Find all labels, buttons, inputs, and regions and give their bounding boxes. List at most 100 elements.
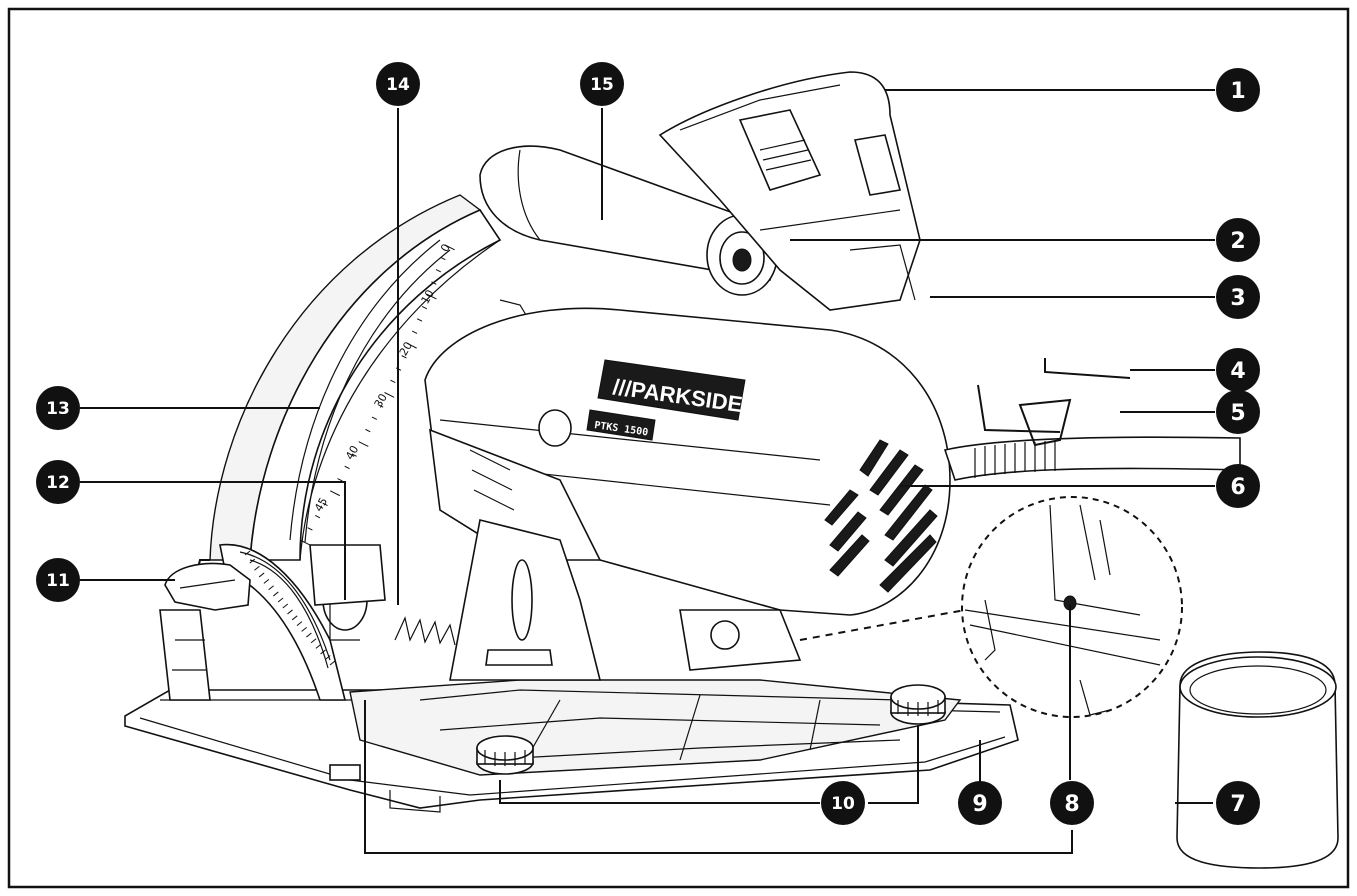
scale-tick bbox=[406, 342, 417, 349]
callout-label: 2 bbox=[1230, 229, 1245, 254]
base-locking-knobs bbox=[476, 684, 946, 775]
callout-6: 6 bbox=[1216, 464, 1260, 508]
base-plate bbox=[124, 679, 1019, 813]
scale-tick bbox=[344, 465, 350, 470]
bevel-tick bbox=[244, 550, 251, 556]
scale-label: 10 bbox=[419, 288, 437, 307]
scale-tick bbox=[299, 539, 310, 546]
detail-dashed-leader bbox=[799, 609, 966, 641]
scale-tick bbox=[358, 441, 369, 447]
scale-tick bbox=[417, 318, 423, 322]
callout-circle bbox=[821, 781, 865, 825]
callout-circle bbox=[376, 62, 420, 106]
scale-tick bbox=[421, 306, 428, 310]
scale-tick bbox=[337, 478, 343, 482]
bevel-tick bbox=[268, 585, 274, 591]
callout-5: 5 bbox=[1216, 390, 1260, 434]
main-handle bbox=[658, 71, 921, 311]
bevel-tick bbox=[329, 660, 336, 666]
callout-11: 11 bbox=[36, 558, 80, 602]
callout-13: 13 bbox=[36, 386, 80, 430]
callout-circle bbox=[1216, 68, 1260, 112]
bevel-tick bbox=[287, 609, 293, 615]
callout-3: 3 bbox=[1216, 275, 1260, 319]
callout-7: 7 bbox=[1216, 781, 1260, 825]
bevel-tick bbox=[306, 632, 312, 638]
callout-label: 5 bbox=[1230, 401, 1245, 426]
callout-10: 10 bbox=[821, 781, 865, 825]
callout-label: 3 bbox=[1230, 286, 1245, 311]
scale-label: 40 bbox=[343, 443, 361, 462]
leader-12 bbox=[80, 481, 346, 600]
callout-circle bbox=[1216, 464, 1260, 508]
callout-circle bbox=[1216, 348, 1260, 392]
scale-tick bbox=[440, 256, 446, 261]
bevel-tick bbox=[258, 572, 265, 578]
bevel-quadrant bbox=[219, 543, 347, 701]
bevel-tick bbox=[324, 655, 331, 660]
callout-circle bbox=[1216, 275, 1260, 319]
scale-tick bbox=[412, 330, 418, 334]
callout-circle bbox=[1050, 781, 1094, 825]
callout-label: 8 bbox=[1064, 792, 1079, 817]
scale-tick bbox=[322, 502, 328, 506]
callout-label: 13 bbox=[46, 399, 70, 419]
callout-14: 14 bbox=[376, 62, 420, 106]
bevel-tick bbox=[301, 626, 307, 632]
callout-label: 11 bbox=[46, 571, 70, 591]
blade-guard bbox=[189, 194, 502, 601]
scale-tick bbox=[426, 293, 437, 300]
callout-2: 2 bbox=[1216, 218, 1260, 262]
scale-tick bbox=[329, 490, 340, 497]
callout-label: 4 bbox=[1230, 359, 1245, 384]
callout-9: 9 bbox=[958, 781, 1002, 825]
bevel-tick bbox=[296, 621, 303, 627]
callout-12: 12 bbox=[36, 460, 80, 504]
callout-circle bbox=[36, 460, 80, 504]
bevel-tick bbox=[263, 579, 270, 584]
callout-label: 12 bbox=[46, 473, 70, 493]
bevel-tick bbox=[291, 615, 298, 621]
leader-10-right bbox=[868, 725, 919, 804]
scale-tick bbox=[390, 379, 396, 384]
callout-label: 10 bbox=[831, 794, 855, 814]
bevel-tick bbox=[310, 638, 317, 644]
scale-tick bbox=[371, 416, 378, 420]
figure-frame bbox=[7, 7, 1350, 889]
bevel-tick bbox=[320, 649, 326, 655]
bevel-tick bbox=[315, 643, 322, 649]
scale-tick bbox=[401, 355, 407, 359]
bevel-tick bbox=[273, 591, 279, 597]
callout-label: 15 bbox=[590, 75, 614, 95]
leader-8-base bbox=[364, 700, 1073, 854]
scale-tick bbox=[314, 514, 321, 519]
support-column bbox=[449, 519, 802, 681]
callout-circle bbox=[958, 781, 1002, 825]
callout-circle bbox=[36, 558, 80, 602]
scale-tick bbox=[378, 404, 384, 408]
scale-tick bbox=[384, 392, 395, 398]
bevel-tick bbox=[277, 597, 284, 603]
scale-tick bbox=[307, 527, 313, 531]
leader-lines bbox=[80, 89, 1215, 854]
scale-tick bbox=[351, 453, 357, 457]
bevel-tick bbox=[254, 565, 260, 571]
callout-circle bbox=[580, 62, 624, 106]
callout-label: 6 bbox=[1230, 475, 1245, 500]
leader-10-left bbox=[499, 780, 820, 804]
callout-4: 4 bbox=[1216, 348, 1260, 392]
callout-15: 15 bbox=[580, 62, 624, 106]
depth-adjust-lever bbox=[309, 544, 386, 641]
scale-label: 30 bbox=[372, 391, 390, 410]
power-cable bbox=[943, 398, 1241, 481]
callout-circle bbox=[1216, 390, 1260, 434]
detail-inset bbox=[961, 496, 1183, 718]
scale-label: 45 bbox=[312, 495, 330, 514]
dust-extraction-adapter bbox=[1176, 651, 1339, 869]
scale-label: 20 bbox=[397, 340, 415, 359]
